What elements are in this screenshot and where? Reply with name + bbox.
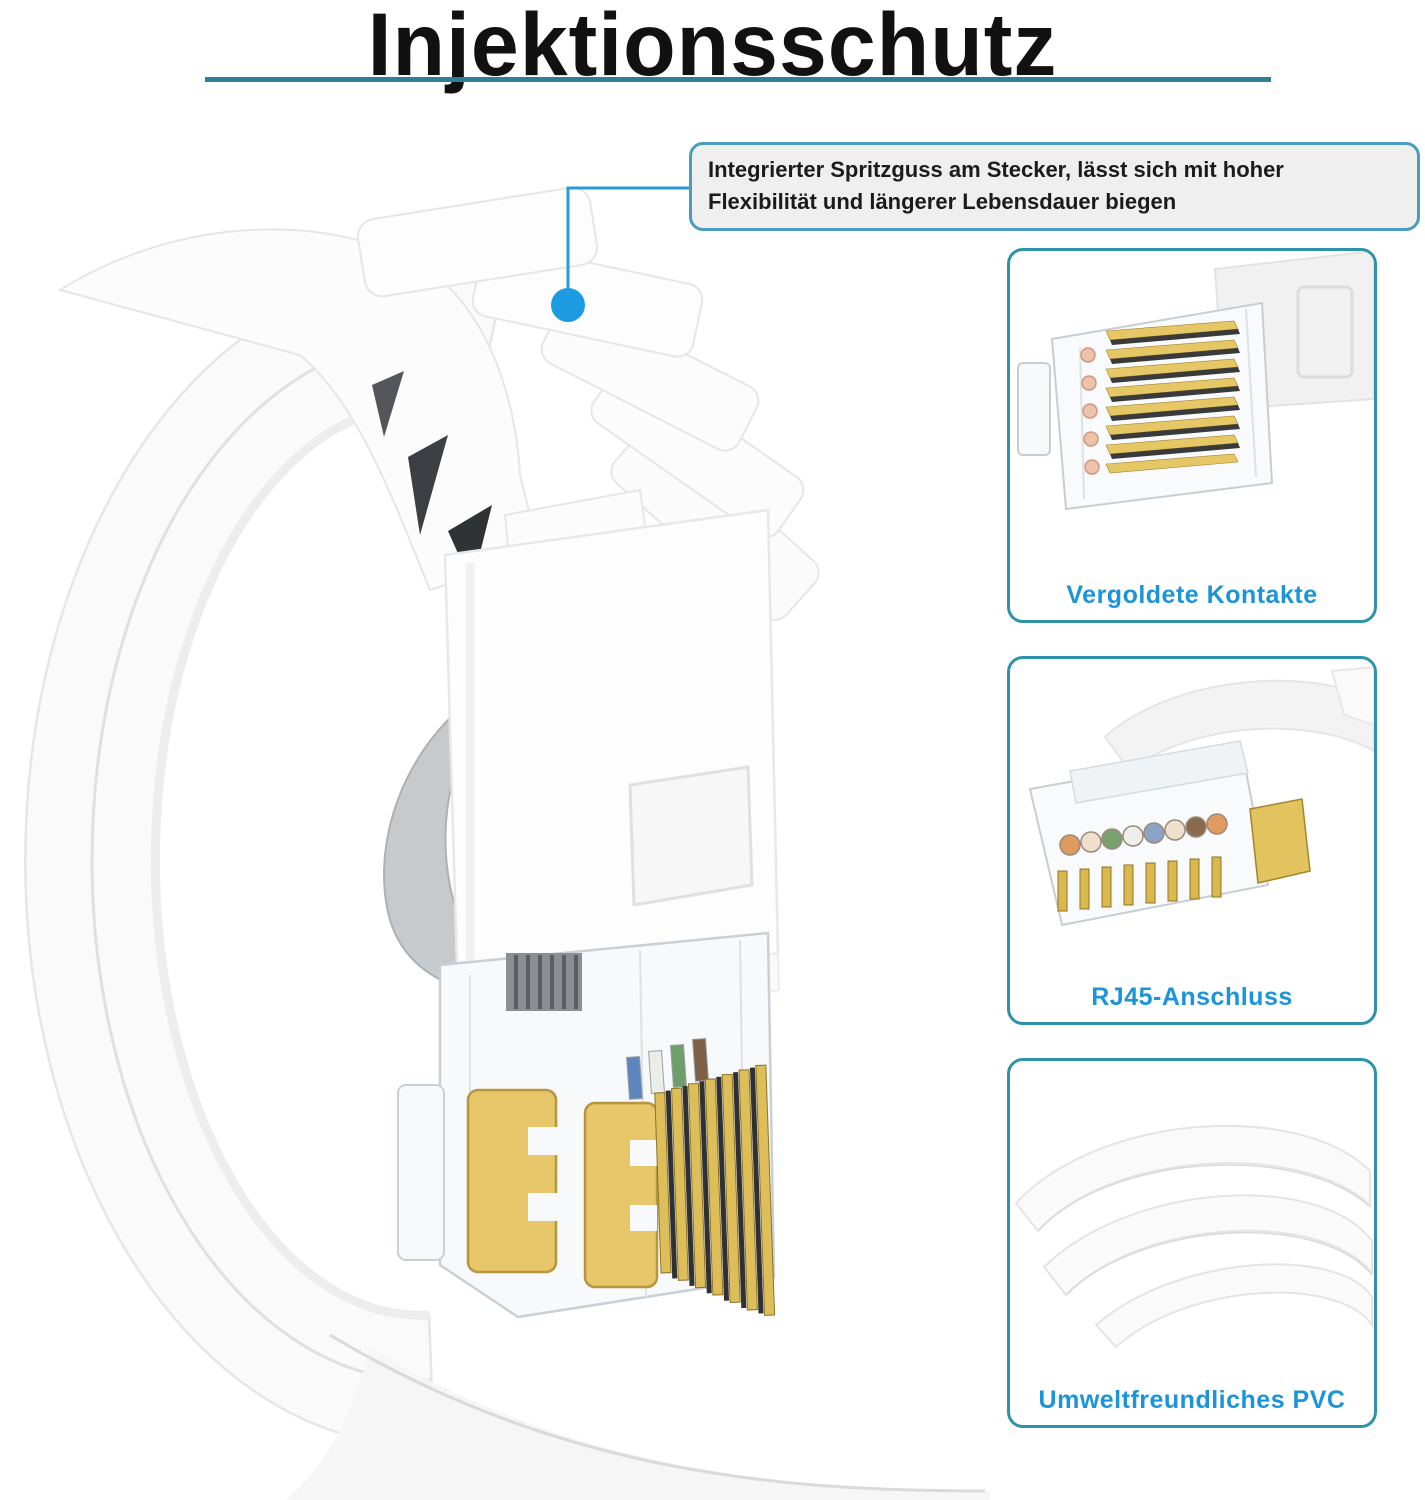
gold-pin-comb — [1057, 856, 1222, 912]
gold-contacts — [466, 1064, 776, 1316]
page-title: Injektionsschutz — [367, 0, 1058, 95]
title-underline — [205, 77, 1271, 82]
wire-ends — [1080, 347, 1100, 475]
cable-loop — [24, 274, 990, 1500]
inset-image-rj45 — [1028, 665, 1374, 927]
inset-card-gold-contacts: Vergoldete Kontakte — [1007, 248, 1377, 623]
annotation-box: Integrierter Spritzguss am Stecker, läss… — [689, 142, 1420, 231]
rj45-connector — [397, 931, 776, 1319]
inset-image-pvc — [1014, 1124, 1373, 1349]
inset-card-pvc: Umweltfreundliches PVC — [1007, 1058, 1377, 1428]
product-figure — [24, 186, 990, 1500]
annotation-text-line-2: Flexibilität und längerer Lebensdauer bi… — [708, 189, 1177, 214]
annotation-text-line-1: Integrierter Spritzguss am Stecker, läss… — [708, 157, 1284, 182]
cable-edge-shadow — [383, 711, 472, 987]
inset-card-rj45: RJ45-Anschluss — [1007, 656, 1377, 1025]
gold-blade-stack — [1105, 320, 1240, 474]
wire-ends-colored — [1059, 813, 1228, 856]
inset-caption-gold-contacts: Vergoldete Kontakte — [1066, 581, 1318, 609]
inset-caption-pvc: Umweltfreundliches PVC — [1038, 1386, 1346, 1414]
inset-image-gold-contacts — [1017, 251, 1374, 511]
crimp-block — [506, 953, 582, 1011]
inset-caption-rj45: RJ45-Anschluss — [1091, 983, 1293, 1011]
